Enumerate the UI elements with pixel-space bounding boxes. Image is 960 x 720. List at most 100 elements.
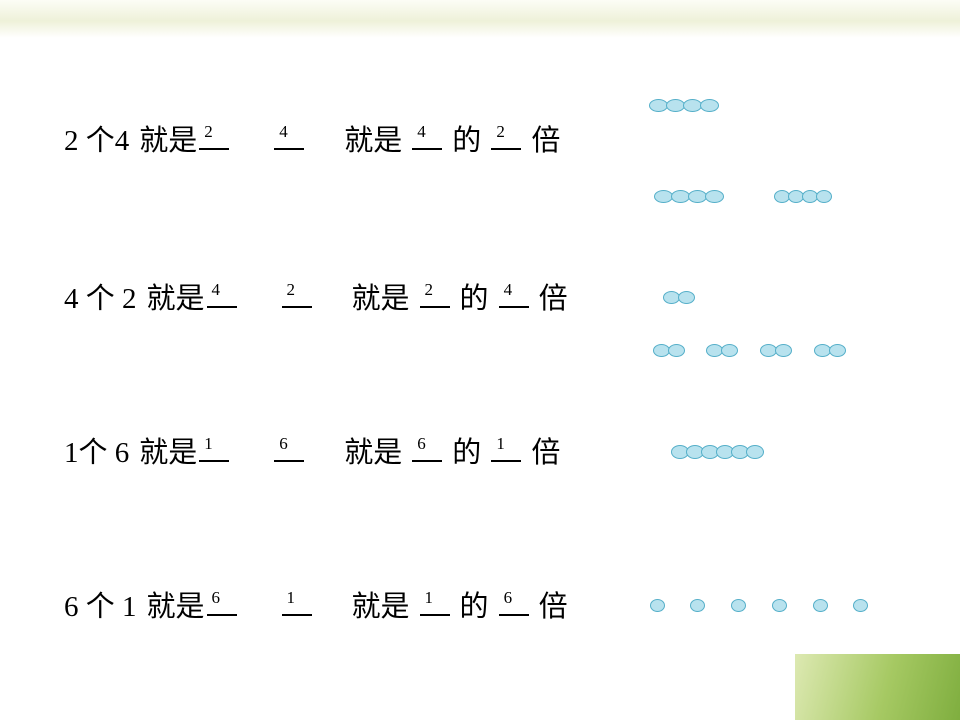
counter-dot-icon [649, 99, 668, 112]
dot-group [650, 599, 665, 617]
word-bei: 倍 [538, 283, 568, 315]
dot-group [760, 344, 792, 362]
word-jiushi: 就是 [139, 125, 198, 157]
corner-decoration [795, 654, 960, 720]
dot-group [774, 190, 832, 208]
answer-value: 1 [424, 588, 434, 607]
counter-dot-icon [716, 445, 734, 459]
answer-value: 2 [424, 280, 434, 299]
dot-group [772, 599, 787, 617]
problem-lead: 1个 6 [64, 437, 130, 469]
counter-dot-icon [829, 344, 846, 357]
answer-value: 4 [279, 122, 288, 141]
answer-value: 2 [204, 122, 213, 141]
counter-dot-icon [683, 99, 702, 112]
counter-dot-icon [668, 344, 685, 357]
dot-group [671, 445, 764, 463]
counter-dot-icon [671, 445, 689, 459]
answer-blank: 4 [498, 281, 529, 308]
answer-value: 1 [286, 588, 296, 607]
counter-dot-icon [772, 599, 787, 612]
answer-blank: 2 [491, 123, 522, 150]
word-jiushi: 就是 [146, 591, 205, 623]
answer-value: 6 [211, 588, 221, 607]
problem-lead: 2 个4 [64, 125, 130, 157]
counter-dot-icon [731, 445, 749, 459]
counter-dot-icon [686, 445, 704, 459]
word-jiushi: 就是 [351, 591, 410, 623]
word-bei: 倍 [531, 437, 561, 469]
dot-group [813, 599, 828, 617]
answer-blank: 1 [281, 589, 312, 616]
word-jiushi: 就是 [344, 125, 403, 157]
answer-blank: 2 [281, 281, 312, 308]
answer-value: 2 [496, 122, 505, 141]
counter-dot-icon [663, 291, 680, 304]
word-bei: 倍 [531, 125, 561, 157]
answer-blank: 1 [199, 435, 230, 462]
dot-group [690, 599, 705, 617]
top-gradient-band [0, 0, 960, 38]
problem-lead: 4 个 2 [64, 283, 137, 315]
dot-group [706, 344, 738, 362]
counter-dot-icon [816, 190, 832, 203]
counter-dot-icon [746, 445, 764, 459]
answer-blank: 6 [498, 589, 529, 616]
answer-blank: 6 [274, 435, 305, 462]
counter-dot-icon [650, 599, 665, 612]
answer-value: 1 [496, 434, 505, 453]
dot-group [654, 190, 724, 208]
dot-group [649, 99, 719, 117]
counter-dot-icon [701, 445, 719, 459]
answer-blank: 1 [419, 589, 450, 616]
counter-dot-icon [690, 599, 705, 612]
counter-dot-icon [666, 99, 685, 112]
dot-group [731, 599, 746, 617]
word-jiushi: 就是 [139, 437, 198, 469]
word-jiushi: 就是 [146, 283, 205, 315]
counter-dot-icon [688, 190, 707, 203]
counter-dot-icon [721, 344, 738, 357]
counter-dot-icon [678, 291, 695, 304]
counter-dot-icon [853, 599, 868, 612]
counter-dot-icon [813, 599, 828, 612]
counter-dot-icon [653, 344, 670, 357]
answer-blank: 2 [419, 281, 450, 308]
answer-value: 6 [503, 588, 513, 607]
counter-dot-icon [700, 99, 719, 112]
counter-dot-icon [760, 344, 777, 357]
counter-dot-icon [774, 190, 790, 203]
word-de: 的 [459, 591, 489, 623]
dot-group [663, 291, 695, 309]
answer-blank: 2 [199, 123, 230, 150]
answer-value: 4 [417, 122, 426, 141]
dot-group [814, 344, 846, 362]
word-bei: 倍 [538, 591, 568, 623]
word-de: 的 [452, 437, 482, 469]
counter-dot-icon [654, 190, 673, 203]
counter-dot-icon [671, 190, 690, 203]
word-de: 的 [459, 283, 489, 315]
counter-dot-icon [706, 344, 723, 357]
answer-blank: 1 [491, 435, 522, 462]
answer-value: 4 [211, 280, 221, 299]
dot-group [653, 344, 685, 362]
word-de: 的 [452, 125, 482, 157]
answer-value: 2 [286, 280, 296, 299]
answer-blank: 4 [412, 123, 443, 150]
counter-dot-icon [775, 344, 792, 357]
answer-value: 6 [417, 434, 426, 453]
answer-value: 1 [204, 434, 213, 453]
dot-group [853, 599, 868, 617]
answer-blank: 4 [206, 281, 237, 308]
counter-dot-icon [802, 190, 818, 203]
answer-value: 4 [503, 280, 513, 299]
word-jiushi: 就是 [344, 437, 403, 469]
problem-lead: 6 个 1 [64, 591, 137, 623]
answer-blank: 4 [274, 123, 305, 150]
